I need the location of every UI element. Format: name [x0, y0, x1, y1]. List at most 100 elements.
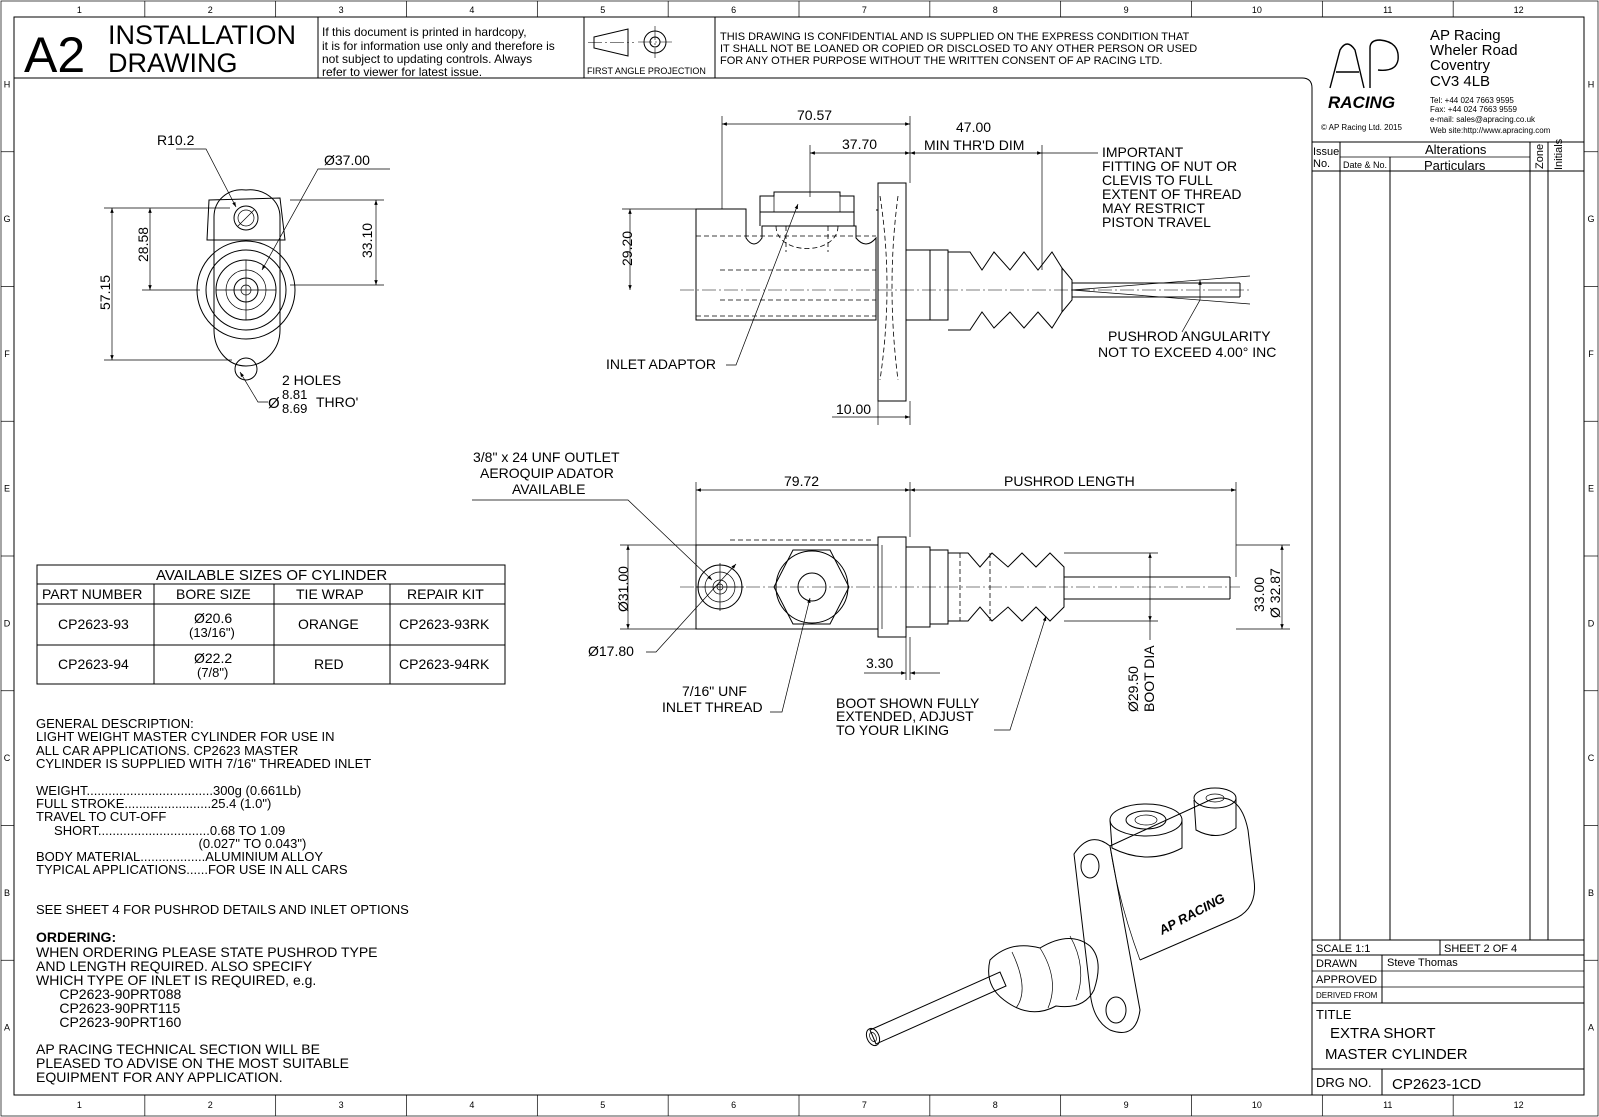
header-part-number: PART NUMBER [42, 586, 142, 602]
part-number: CP2623-94 [58, 656, 129, 672]
drawing-type-line1: INSTALLATION [108, 20, 296, 50]
zone-column-label: 11 [1383, 1100, 1392, 1110]
zone-column-label: 9 [1124, 5, 1129, 15]
iso-brand-text: AP RACING [1155, 890, 1227, 938]
scale: SCALE 1:1 [1316, 943, 1370, 955]
alterations-table: Issue No. Alterations Date & No. Particu… [1312, 138, 1584, 940]
boot-dia-value: Ø29.50 [1125, 666, 1141, 712]
zone-row-label: H [4, 79, 11, 89]
bore-size: Ø22.2 [194, 650, 232, 666]
first-angle-projection-icon [588, 26, 672, 58]
dim-33: 33.10 [359, 223, 375, 258]
alterations-title: Alterations [1425, 142, 1487, 157]
derived-label: DERIVED FROM [1316, 991, 1378, 1000]
header-repair-kit: REPAIR KIT [407, 586, 484, 602]
company-block: RACING AP Racing Wheler Road Coventry CV… [1321, 27, 1551, 135]
boot-note: BOOT SHOWN FULLY EXTENDED, ADJUST TO YOU… [836, 695, 983, 738]
company-address: AP Racing Wheler Road Coventry CV3 4LB [1430, 27, 1522, 90]
zone-row-label: E [4, 484, 10, 494]
tie-wrap: RED [314, 656, 344, 672]
company-contact: Tel: +44 024 7663 9595 Fax: +44 024 7663… [1430, 96, 1551, 135]
zone-column-label: 3 [339, 5, 344, 15]
issue-label: Issue [1313, 146, 1339, 158]
hardcopy-note: If this document is printed in hardcopy,… [322, 25, 558, 79]
initials-label: Initials [1553, 138, 1565, 170]
inlet-adaptor-label: INLET ADAPTOR [606, 356, 716, 372]
projection-label: FIRST ANGLE PROJECTION [587, 66, 706, 76]
min-thread-label: MIN THR'D DIM [924, 137, 1024, 153]
zone-column-label: 3 [339, 1100, 344, 1110]
dim-37-70: 37.70 [842, 136, 877, 152]
zone-row-label: E [1588, 484, 1594, 494]
zone-column-label: 4 [469, 1100, 474, 1110]
zone-row-label: D [4, 618, 11, 628]
pushrod-length-label: PUSHROD LENGTH [1004, 473, 1135, 489]
table-row: CP2623-94 Ø22.2 (7/8") RED CP2623-94RK [58, 650, 490, 680]
holes-label: 2 HOLES [282, 372, 341, 388]
thro-label: THRO' [316, 394, 358, 410]
bore-size: Ø20.6 [194, 610, 232, 626]
dim-79: 79.72 [784, 473, 819, 489]
specifications: WEIGHT..................................… [0, 0, 366, 877]
zone-column-label: 11 [1383, 5, 1392, 15]
sizes-table: AVAILABLE SIZES OF CYLINDER PART NUMBER … [36, 564, 506, 685]
sheet4-note: SEE SHEET 4 FOR PUSHROD DETAILS AND INLE… [36, 902, 409, 917]
zone-column-label: 12 [1514, 1100, 1524, 1110]
drawn-by: Steve Thomas [1387, 957, 1458, 969]
zone-row-label: F [1588, 349, 1594, 359]
title-line1: EXTRA SHORT [1330, 1025, 1436, 1042]
angularity-note: PUSHROD ANGULARITY NOT TO EXCEED 4.00° I… [1098, 328, 1276, 360]
zone-row-label: A [4, 1023, 10, 1033]
dim-70: 70.57 [797, 107, 832, 123]
ordering-title: ORDERING: [36, 929, 116, 945]
no-label: No. [1313, 158, 1330, 170]
zone-column-label: 4 [469, 5, 474, 15]
drawing-area-frame [14, 77, 1313, 1095]
dim-29: 29.20 [619, 231, 635, 266]
table-row: CP2623-93 Ø20.6 (13/16") ORANGE CP2623-9… [58, 610, 490, 640]
zone-column-label: 6 [731, 5, 736, 15]
zone-column-label: 7 [862, 1100, 867, 1110]
zone-column-label: 9 [1124, 1100, 1129, 1110]
dim-47: 47.00 [956, 119, 991, 135]
zone-column-label: 8 [993, 1100, 998, 1110]
zone-column-label: 1 [77, 1100, 82, 1110]
zone-row-label: G [1587, 214, 1594, 224]
hole-upper-tol: 8.81 [282, 387, 307, 402]
boot-dia-label: BOOT DIA [1141, 645, 1157, 712]
zone-column-label: 8 [993, 5, 998, 15]
logo-racing-word: RACING [1328, 93, 1395, 112]
important-note: IMPORTANT FITTING OF NUT OR CLEVIS TO FU… [1102, 144, 1245, 230]
inlet-thread-note: 7/16" UNF INLET THREAD [662, 683, 763, 715]
zone-column-label: 10 [1252, 5, 1262, 15]
repair-kit: CP2623-93RK [399, 616, 490, 632]
zone-row-label: G [3, 214, 10, 224]
zone-row-label: F [4, 349, 10, 359]
sheet-size: A2 [24, 27, 85, 83]
drawn-label: DRAWN [1316, 958, 1357, 970]
bore-size-inch: (7/8") [197, 665, 228, 680]
hole-lower-tol: 8.69 [282, 401, 307, 416]
dia-31: Ø31.00 [615, 566, 631, 612]
dia-33: 33.00 [1251, 577, 1267, 612]
zone-column-label: 5 [600, 1100, 605, 1110]
zone-row-label: A [1588, 1023, 1594, 1033]
zone-row-label: D [1588, 618, 1595, 628]
zone-column-label: 1 [77, 5, 82, 15]
dia-37: Ø37.00 [324, 152, 370, 168]
repair-kit: CP2623-94RK [399, 656, 490, 672]
zone-row-label: C [1588, 753, 1595, 763]
header-bore-size: BORE SIZE [176, 586, 251, 602]
header-tie-wrap: TIE WRAP [296, 586, 364, 602]
zone-row-label: C [4, 753, 11, 763]
sizes-table-title: AVAILABLE SIZES OF CYLINDER [156, 567, 387, 584]
date-label: Date & No. [1343, 160, 1387, 170]
outlet-note: 3/8" x 24 UNF OUTLET AEROQUIP ADATOR AVA… [473, 449, 623, 497]
zone-column-label: 2 [208, 5, 213, 15]
bore-size-inch: (13/16") [189, 625, 235, 640]
title-label: TITLE [1316, 1007, 1352, 1022]
dim-10: 10.00 [836, 401, 871, 417]
confidential-note: THIS DRAWING IS CONFIDENTIAL AND IS SUPP… [720, 31, 1200, 67]
